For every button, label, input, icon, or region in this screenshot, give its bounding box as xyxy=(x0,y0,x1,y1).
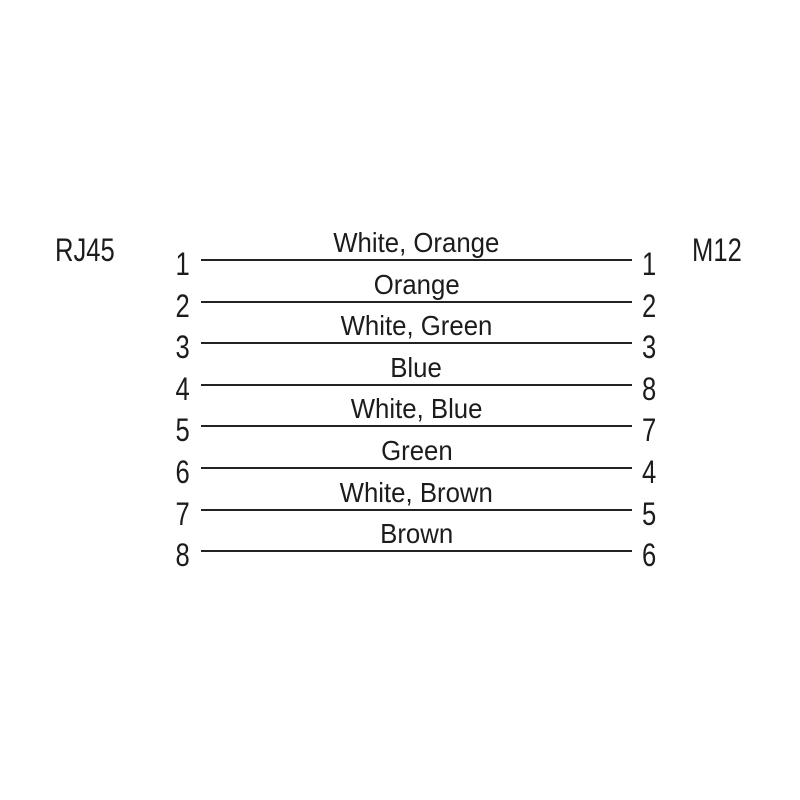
right-connector-title: M12 xyxy=(692,234,754,266)
right-pin-number: 4 xyxy=(642,456,742,488)
wire-color-label-text: White, Brown xyxy=(339,477,494,508)
wire-line xyxy=(201,342,632,344)
wire-color-label: Brown xyxy=(201,520,632,548)
wire-color-label: Orange xyxy=(201,271,632,299)
left-pin-number: 5 xyxy=(90,414,190,446)
left-connector-title-text: RJ45 xyxy=(55,232,115,268)
left-pin-number-text: 8 xyxy=(175,537,190,573)
right-pin-number-text: 7 xyxy=(642,412,657,448)
wire-line xyxy=(201,259,632,261)
wire-line xyxy=(201,550,632,552)
wire-color-label-text: White, Green xyxy=(340,310,493,341)
right-pin-number: 7 xyxy=(642,414,742,446)
wire-color-label: White, Green xyxy=(201,312,632,340)
wire-color-label-text: Brown xyxy=(379,518,454,549)
left-pin-number: 2 xyxy=(90,290,190,322)
wire-color-label-text: Orange xyxy=(373,269,460,300)
wire-color-label-text: Green xyxy=(380,435,453,466)
wire-line xyxy=(201,467,632,469)
right-pin-number-text: 6 xyxy=(642,537,657,573)
right-pin-number: 3 xyxy=(642,331,742,363)
right-pin-number-text: 1 xyxy=(642,246,657,282)
right-pin-number: 5 xyxy=(642,498,742,530)
wire-color-label: White, Brown xyxy=(201,479,632,507)
wire-line xyxy=(201,509,632,511)
wire-line xyxy=(201,301,632,303)
left-pin-number: 7 xyxy=(90,498,190,530)
right-pin-number: 1 xyxy=(642,248,742,280)
wire-line xyxy=(201,384,632,386)
right-pin-number-text: 3 xyxy=(642,329,657,365)
wire-color-label: Green xyxy=(201,437,632,465)
right-pin-number-text: 4 xyxy=(642,454,657,490)
left-pin-number-text: 3 xyxy=(175,329,190,365)
right-pin-number-text: 5 xyxy=(642,496,657,532)
left-pin-number: 3 xyxy=(90,331,190,363)
left-pin-number-text: 1 xyxy=(175,246,190,282)
wire-line xyxy=(201,425,632,427)
left-pin-number: 1 xyxy=(90,248,190,280)
right-pin-number: 8 xyxy=(642,373,742,405)
right-pin-number-text: 8 xyxy=(642,371,657,407)
right-pin-number-text: 2 xyxy=(642,288,657,324)
right-pin-number: 2 xyxy=(642,290,742,322)
left-pin-number-text: 7 xyxy=(175,496,190,532)
left-pin-number-text: 4 xyxy=(175,371,190,407)
left-pin-number-text: 2 xyxy=(175,288,190,324)
left-pin-number: 4 xyxy=(90,373,190,405)
wire-color-label: Blue xyxy=(201,354,632,382)
left-pin-number: 8 xyxy=(90,539,190,571)
right-pin-number: 6 xyxy=(642,539,742,571)
wire-color-label-text: White, Orange xyxy=(333,227,500,258)
left-pin-number-text: 5 xyxy=(175,412,190,448)
wire-color-label-text: Blue xyxy=(390,352,443,383)
wire-color-label-text: White, Blue xyxy=(350,393,483,424)
wire-color-label: White, Blue xyxy=(201,395,632,423)
right-connector-title-text: M12 xyxy=(692,232,742,268)
left-pin-number-text: 6 xyxy=(175,454,190,490)
left-pin-number: 6 xyxy=(90,456,190,488)
wire-color-label: White, Orange xyxy=(201,229,632,257)
left-connector-title: RJ45 xyxy=(55,234,130,266)
